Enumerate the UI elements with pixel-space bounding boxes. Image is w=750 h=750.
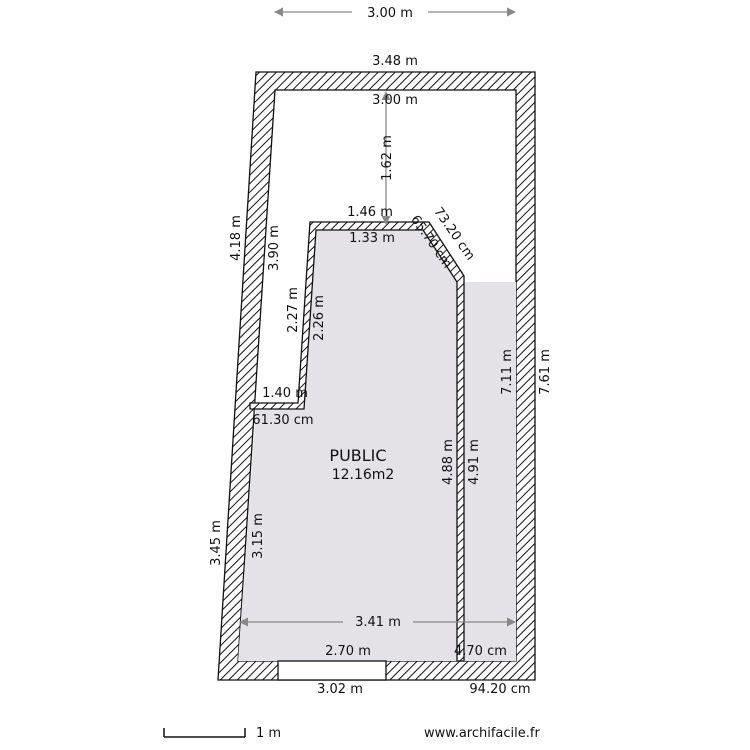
dim-partition-right: 4.91 m <box>467 439 482 485</box>
dim-notch-left-inner: 2.26 m <box>312 295 327 341</box>
dim-right-wall-outer: 7.61 m <box>538 349 553 395</box>
dim-notch-top-inner: 1.33 m <box>349 231 395 246</box>
watermark: www.archifacile.fr <box>424 726 540 741</box>
room-floor-corridor <box>464 282 516 661</box>
dim-partition-left: 4.88 m <box>441 439 456 485</box>
dim-bottom-corridor: 4.70 cm <box>454 644 507 659</box>
dim-top-wall-outer: 3.48 m <box>372 54 418 69</box>
scale-bar <box>163 728 246 738</box>
dim-notch-step-upper: 1.40 m <box>262 386 308 401</box>
dim-door-opening: 3.02 m <box>317 682 363 697</box>
dim-notch-top-outer: 1.46 m <box>347 205 393 220</box>
scale-label: 1 m <box>256 726 281 741</box>
dim-notch-step-lower: 61.30 cm <box>252 413 313 428</box>
dim-top-wall-inner: 3.00 m <box>372 93 418 108</box>
dim-interior-width: 3.41 m <box>355 615 401 630</box>
dim-bottom-right-segment: 94.20 cm <box>469 682 530 697</box>
room-name: PUBLIC <box>329 446 386 465</box>
dim-bottom-inner: 2.70 m <box>325 644 371 659</box>
room-area: 12.16m2 <box>332 467 395 483</box>
dim-vertical-clear: 1.62 m <box>380 135 395 181</box>
dim-left-wall-upper-inner: 3.90 m <box>267 225 282 271</box>
dim-top-outer-span: 3.00 m <box>367 6 413 21</box>
dim-right-wall-inner: 7.11 m <box>500 349 515 395</box>
notch-partition-wall <box>249 221 465 662</box>
dim-left-wall-lower-outer: 3.45 m <box>209 520 224 566</box>
dim-left-wall-lower-inner: 3.15 m <box>251 513 266 559</box>
dim-notch-left-outer: 2.27 m <box>286 287 301 333</box>
door-opening <box>277 660 387 681</box>
room-floor-public <box>238 90 516 661</box>
dim-left-wall-upper-outer: 4.18 m <box>229 215 244 261</box>
